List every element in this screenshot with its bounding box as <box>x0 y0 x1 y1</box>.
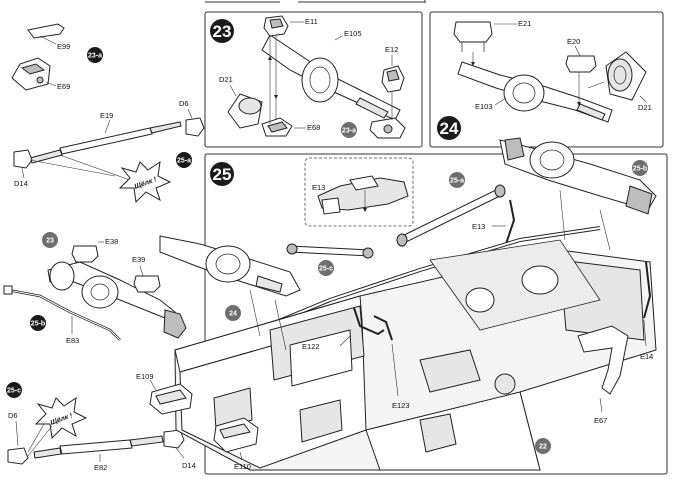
part-e99: E99 <box>27 23 70 51</box>
ref-25b-panel: 25-b <box>633 166 647 173</box>
label-e14: E14 <box>640 352 653 361</box>
bracket-e109: E109 <box>136 372 193 415</box>
part-d14-top: D14 <box>13 149 33 188</box>
cone-d21-step24 <box>605 51 647 101</box>
label-e13-inset: E13 <box>312 183 325 192</box>
label-e110: E110 <box>234 462 251 471</box>
part-d6-bottom: D6 <box>7 411 29 465</box>
step-24-number: 24 <box>440 119 459 138</box>
ref-25b: 25-b <box>31 321 45 328</box>
ref-25c-panel: 25-c <box>319 266 333 273</box>
label-d6-top: D6 <box>179 99 189 108</box>
ref-23-badge <box>42 232 58 248</box>
step-24-badge <box>437 116 461 140</box>
label-e20: E20 <box>567 37 580 46</box>
part-e14: E14 <box>640 261 653 361</box>
step-25-number: 25 <box>213 165 232 184</box>
ref-24-panel: 24 <box>229 311 237 318</box>
label-e39: E39 <box>132 255 145 264</box>
part-e69: E69 <box>11 57 70 91</box>
label-e99: E99 <box>57 42 70 51</box>
label-e68: E68 <box>307 123 320 132</box>
label-d21-step24: D21 <box>638 103 652 112</box>
tie-rod-e83: E83 <box>3 285 121 345</box>
part-e38: E38 <box>71 237 118 263</box>
label-e105: E105 <box>344 29 362 38</box>
mudguard-e67: E67 <box>577 325 629 425</box>
label-e67: E67 <box>594 416 607 425</box>
part-e68 <box>261 117 293 137</box>
part-e21 <box>453 21 493 52</box>
step-23-number: 23 <box>213 22 232 41</box>
label-d14-bottom: D14 <box>182 461 196 470</box>
step-25-badge <box>210 162 234 186</box>
ref-23a-badge-panel <box>341 122 357 138</box>
label-e103: E103 <box>475 102 493 111</box>
shock-absorber-e82: E82 <box>33 435 164 472</box>
label-e38: E38 <box>105 237 118 246</box>
ref-25a-badge-panel <box>449 172 465 188</box>
part-e123: E123 <box>373 315 410 410</box>
label-d21-step23: D21 <box>219 75 233 84</box>
label-e19: E19 <box>100 111 113 120</box>
ref-22-badge <box>535 438 551 454</box>
label-e69: E69 <box>57 82 70 91</box>
part-e122: E122 <box>302 307 385 351</box>
ref-25b-badge <box>30 315 46 331</box>
bracket-e110: E110 <box>213 417 259 471</box>
step-25-panel: 25 E13 25-a 25-b <box>159 137 668 475</box>
label-e123: E123 <box>392 401 410 410</box>
part-e12 <box>381 65 405 93</box>
label-e122: E122 <box>302 342 320 351</box>
axle-housing-e105 <box>261 34 401 121</box>
label-e83: E83 <box>66 336 79 345</box>
ref-25c: 25-c <box>7 388 21 395</box>
label-e12: E12 <box>385 45 398 54</box>
bracket-part <box>369 117 406 139</box>
label-d14-top: D14 <box>14 179 28 188</box>
label-e82: E82 <box>94 463 107 472</box>
part-e39: E39 <box>132 255 161 293</box>
ref-25a-panel: 25-a <box>450 178 464 185</box>
ref-24-badge-panel <box>225 305 241 321</box>
part-e20 <box>565 55 597 73</box>
ref-23a: 23-a <box>88 53 102 60</box>
inset-detail-e13: E13 <box>304 157 414 227</box>
step-23-badge <box>210 19 234 43</box>
cone-d21-step23 <box>227 93 263 129</box>
label-d6-bottom: D6 <box>8 411 18 420</box>
rod-e13: E13 <box>472 199 516 245</box>
part-e11 <box>263 15 289 37</box>
ref-23a-badge <box>87 47 103 63</box>
snap-burst-top: Щёлк ! <box>118 160 172 204</box>
front-axle-installed <box>159 235 301 297</box>
step-23-panel: 23 <box>204 11 423 148</box>
label-e11: E11 <box>305 17 318 26</box>
shock-absorber-e19: E19 <box>29 111 182 164</box>
label-e109: E109 <box>136 372 154 381</box>
ref-25a: 25-a <box>177 158 191 165</box>
ref-23: 23 <box>46 238 54 245</box>
ref-25b-badge-panel <box>632 160 648 176</box>
ref-23a-panel: 23-a <box>342 128 356 135</box>
part-d6-top: D6 <box>179 99 205 137</box>
step-24-panel: 24 E21 E <box>429 11 664 148</box>
ref-25c-badge-panel <box>318 260 334 276</box>
ref-25c-badge <box>6 382 22 398</box>
driveshaft-25a <box>396 184 506 247</box>
rear-axle-installed <box>499 137 657 215</box>
chassis-frame <box>174 239 657 471</box>
axle-housing-e103 <box>457 61 613 123</box>
shock-25c-installed <box>286 243 374 259</box>
front-axle-assembly <box>47 261 187 339</box>
label-e13: E13 <box>472 222 485 231</box>
label-e21: E21 <box>518 19 531 28</box>
ref-22: 22 <box>539 444 547 451</box>
snap-burst-bottom: Щёлк ! <box>34 396 88 440</box>
ref-25a-badge <box>176 152 192 168</box>
